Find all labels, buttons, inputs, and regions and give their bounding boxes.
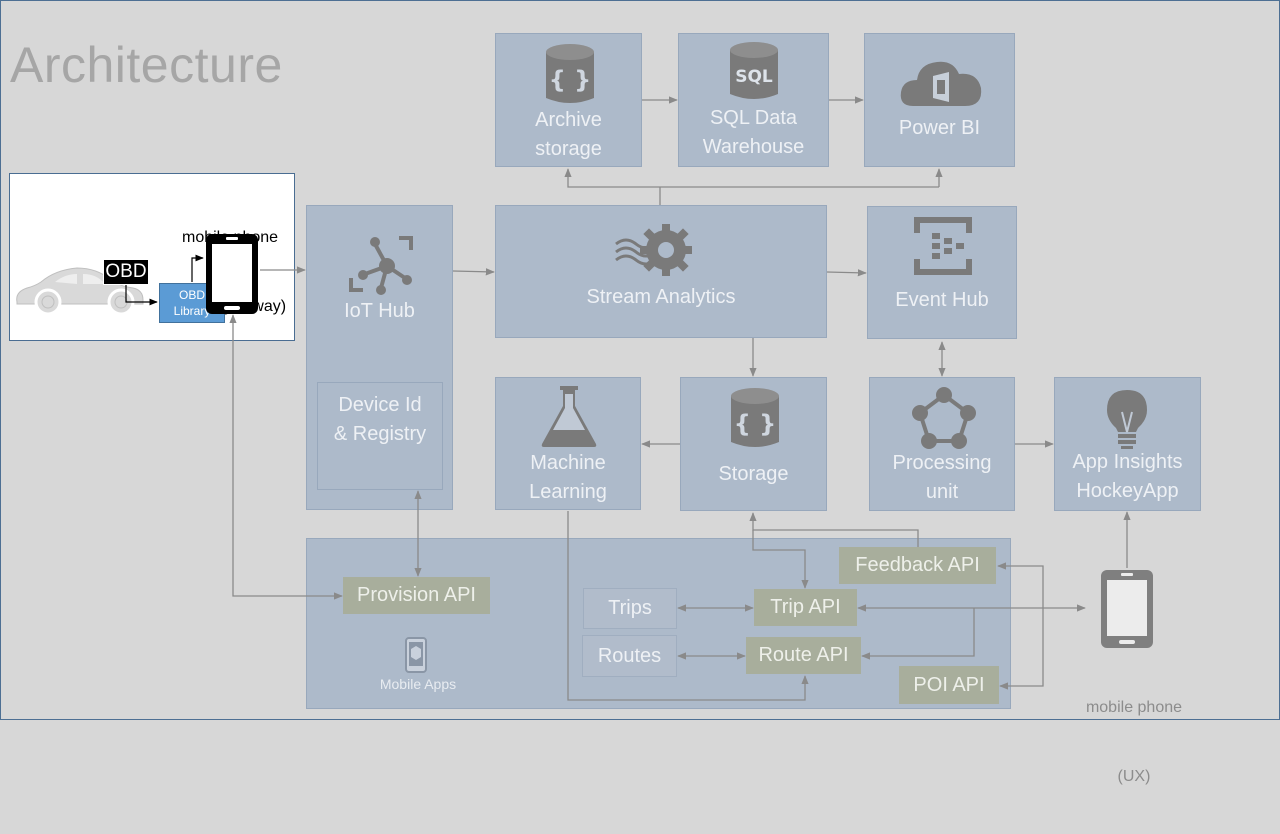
obd-badge: OBD xyxy=(103,259,149,285)
connector-storage-tripapi xyxy=(752,530,809,589)
sql-database-icon: SQL xyxy=(730,42,778,99)
database-braces-icon: { } xyxy=(546,44,594,103)
mobile-phone-ux-icon xyxy=(1101,570,1153,648)
sql-dw-box: SQL SQL Data Warehouse xyxy=(678,33,829,167)
slide-title: Architecture xyxy=(10,37,283,93)
archive-storage-box: { } Archive storage xyxy=(495,33,642,167)
power-bi-label: Power BI xyxy=(898,117,981,139)
trip-api: Trip API xyxy=(754,589,857,626)
event-hub-label: Event Hub xyxy=(895,289,989,311)
machine-learning-label: Machine Learning xyxy=(529,452,607,503)
connector-lines xyxy=(125,96,1131,701)
event-hub-icon xyxy=(914,217,972,275)
gear-waves-icon xyxy=(615,224,692,276)
connector-obd-library xyxy=(125,285,158,306)
device-registry-label: Device Id & Registry xyxy=(333,394,427,445)
processing-unit-label: Processing unit xyxy=(892,452,992,503)
connector-stream-eventhub xyxy=(826,269,867,277)
network-ring-icon xyxy=(912,387,976,449)
archive-storage-label: Archive storage xyxy=(535,109,602,160)
svg-text:SQL: SQL xyxy=(735,67,773,87)
smartphone-icon xyxy=(206,234,258,314)
flask-icon xyxy=(541,386,597,447)
car-icon xyxy=(16,267,144,314)
connector-ml-routeapi xyxy=(567,511,809,701)
svg-text:{ }: { } xyxy=(734,410,777,438)
storage-box: { } Storage xyxy=(680,377,827,511)
mobile-apps-icon xyxy=(405,637,427,673)
app-insights-label: App Insights HockeyApp xyxy=(1072,451,1183,502)
connector-stream-archive xyxy=(564,168,939,188)
routes-dataset: Routes xyxy=(582,635,677,677)
poi-api: POI API xyxy=(899,666,999,704)
event-hub-box: Event Hub xyxy=(867,206,1017,339)
mobile-apps-label: Mobile Apps xyxy=(379,676,457,692)
power-bi-box: Power BI xyxy=(864,33,1015,167)
connector-ux-poi xyxy=(999,608,1044,690)
connector-ux-routeapi xyxy=(861,608,975,660)
connector-iothub-stream xyxy=(452,268,495,276)
connector-library-phone xyxy=(191,254,204,282)
stream-analytics-label: Stream Analytics xyxy=(586,286,736,308)
sql-dw-label: SQL Data Warehouse xyxy=(702,107,805,158)
database-braces-icon: { } xyxy=(731,388,779,447)
trips-dataset: Trips xyxy=(583,588,677,629)
processing-unit-box: Processing unit xyxy=(869,377,1015,511)
storage-label: Storage xyxy=(718,463,789,485)
feedback-api: Feedback API xyxy=(839,547,996,584)
iot-hub-label: IoT Hub xyxy=(344,300,415,322)
app-insights-box: App Insights HockeyApp xyxy=(1054,377,1201,511)
provision-api: Provision API xyxy=(343,577,490,614)
route-api: Route API xyxy=(746,637,861,674)
connector-phone-provision xyxy=(229,314,343,600)
hub-network-icon xyxy=(349,236,413,295)
architecture-slide: Architecture IoT Hub xyxy=(0,0,1280,785)
stream-analytics-box: Stream Analytics xyxy=(495,205,827,338)
lightbulb-icon xyxy=(1107,390,1147,449)
machine-learning-box: Machine Learning xyxy=(495,377,641,510)
svg-text:{ }: { } xyxy=(549,66,592,94)
office-cloud-icon xyxy=(900,61,982,106)
field-gateway-panel: mobile phone (field gateway) OBD OBD Lib… xyxy=(9,173,295,341)
connector-feedback-storage xyxy=(749,512,919,547)
connector-ux-feedback xyxy=(997,562,1044,608)
